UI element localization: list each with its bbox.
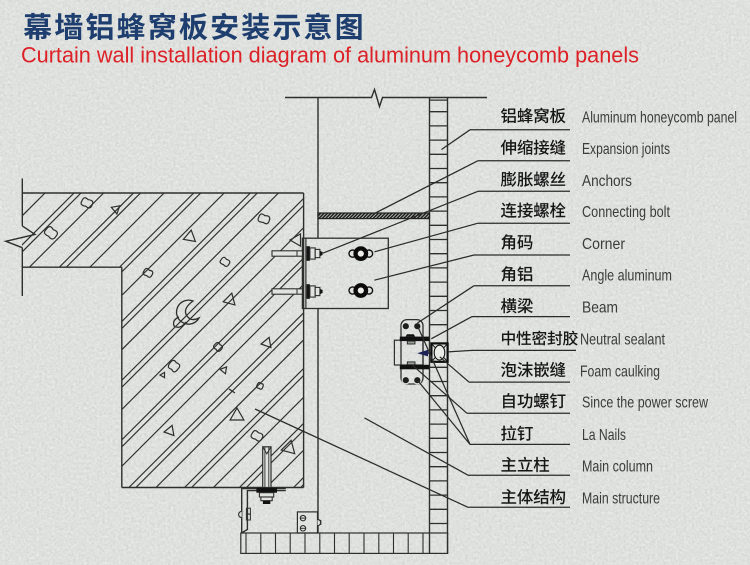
svg-text:Corner: Corner	[582, 236, 626, 253]
svg-text:Curtain wall installation diag: Curtain wall installation diagram of alu…	[21, 43, 639, 68]
svg-text:Connecting bolt: Connecting bolt	[582, 204, 670, 221]
svg-text:Angle aluminum: Angle aluminum	[582, 268, 672, 285]
svg-text:Neutral sealant: Neutral sealant	[580, 332, 665, 349]
svg-text:Main column: Main column	[582, 458, 653, 475]
svg-text:Foam caulking: Foam caulking	[580, 363, 660, 380]
svg-text:Beam: Beam	[582, 300, 618, 317]
svg-text:Aluminum honeycomb panel: Aluminum honeycomb panel	[582, 109, 737, 126]
svg-text:La Nails: La Nails	[582, 427, 626, 444]
svg-text:Main structure: Main structure	[582, 491, 660, 508]
svg-text:Expansion joints: Expansion joints	[582, 141, 670, 158]
svg-text:Anchors: Anchors	[582, 173, 632, 190]
svg-text:Since the power screw: Since the power screw	[582, 395, 708, 412]
